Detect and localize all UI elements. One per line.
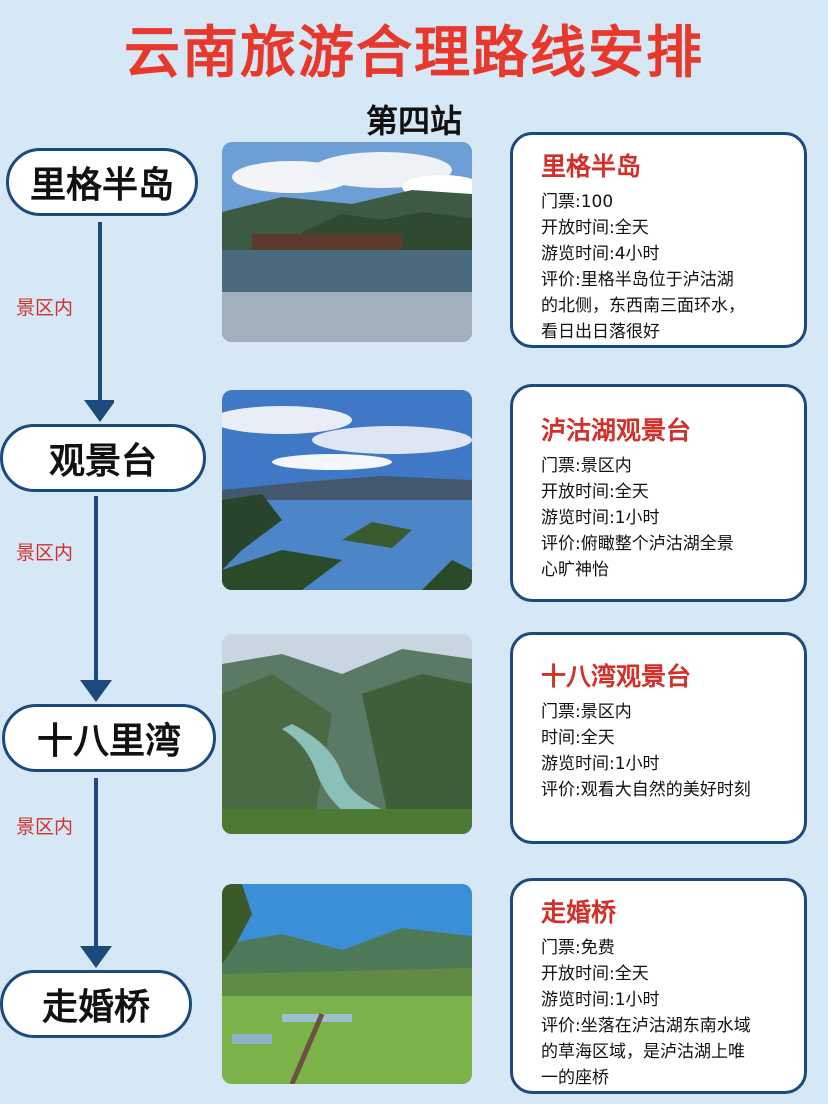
- card-hours: 开放时间:全天: [541, 218, 649, 238]
- card-hours: 开放时间:全天: [541, 482, 649, 502]
- photo-eighteen-bends: [222, 634, 472, 834]
- card-review-cont: 的草海区域，是泸沽湖上唯: [541, 1042, 745, 1062]
- down-arrow-icon: [80, 496, 112, 702]
- photo-lugu-lake-viewpoint: [222, 390, 472, 590]
- connector-label: 景区内: [16, 816, 74, 838]
- stop-pill-zouhunqiao: 走婚桥: [0, 970, 192, 1038]
- card-title: 泸沽湖观景台: [541, 416, 692, 445]
- info-card-ligebandao: 里格半岛 门票:100 开放时间:全天 游览时间:4小时 评价:里格半岛位于泸沽…: [510, 132, 807, 348]
- card-title: 走婚桥: [541, 898, 617, 927]
- card-title: 十八湾观景台: [541, 662, 692, 691]
- card-hours: 开放时间:全天: [541, 964, 649, 984]
- card-duration: 游览时间:1小时: [541, 990, 660, 1010]
- card-review: 评价:里格半岛位于泸沽湖: [541, 270, 734, 290]
- card-review-cont: 一的座桥: [541, 1068, 609, 1088]
- page-subtitle: 第四站: [365, 102, 462, 140]
- stop-pill-ligebandao: 里格半岛: [6, 148, 198, 216]
- down-arrow-icon: [84, 222, 114, 422]
- card-duration: 游览时间:1小时: [541, 754, 660, 774]
- card-ticket: 门票:景区内: [541, 702, 632, 722]
- down-arrow-icon: [80, 778, 112, 968]
- page-title: 云南旅游合理路线安排: [124, 21, 704, 86]
- connector-label: 景区内: [16, 297, 74, 319]
- stop-pill-shibaliwan: 十八里湾: [2, 704, 216, 772]
- card-duration: 游览时间:1小时: [541, 508, 660, 528]
- info-card-guanjingtai: 泸沽湖观景台 门票:景区内 开放时间:全天 游览时间:1小时 评价:俯瞰整个泸沽…: [510, 384, 807, 602]
- card-title: 里格半岛: [541, 152, 642, 181]
- card-ticket: 门票:景区内: [541, 456, 632, 476]
- card-review: 评价:坐落在泸沽湖东南水域: [541, 1016, 751, 1036]
- photo-walking-marriage-bridge: [222, 884, 472, 1084]
- photo-lige-peninsula: [222, 142, 472, 342]
- connector-label: 景区内: [16, 542, 74, 564]
- card-review: 评价:俯瞰整个泸沽湖全景: [541, 534, 734, 554]
- card-review-cont: 看日出日落很好: [541, 322, 660, 342]
- card-review-cont: 的北侧，东西南三面环水，: [541, 296, 745, 316]
- card-ticket: 门票:100: [541, 192, 614, 212]
- info-card-shibaliwan: 十八湾观景台 门票:景区内 时间:全天 游览时间:1小时 评价:观看大自然的美好…: [510, 632, 807, 844]
- info-card-zouhunqiao: 走婚桥 门票:免费 开放时间:全天 游览时间:1小时 评价:坐落在泸沽湖东南水域…: [510, 878, 807, 1094]
- card-review-cont: 心旷神怡: [541, 560, 609, 580]
- card-hours: 时间:全天: [541, 728, 615, 748]
- card-duration: 游览时间:4小时: [541, 244, 660, 264]
- stop-pill-guanjingtai: 观景台: [0, 424, 206, 492]
- card-ticket: 门票:免费: [541, 938, 615, 958]
- card-review: 评价:观看大自然的美好时刻: [541, 780, 751, 800]
